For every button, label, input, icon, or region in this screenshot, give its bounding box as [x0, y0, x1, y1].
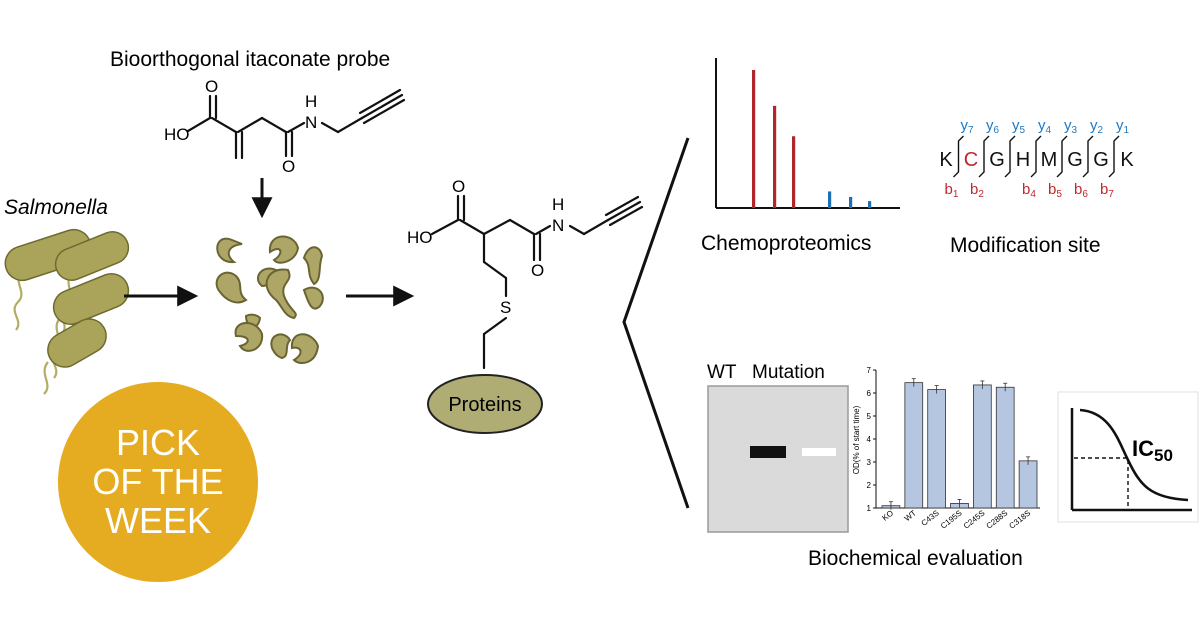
- biochem-y-tick-label: 2: [867, 481, 872, 490]
- fragment-cleavage-mark: [1108, 135, 1120, 178]
- biochem-bar: [904, 382, 924, 509]
- peptide-residue: H: [1016, 149, 1030, 171]
- adduct-ho: HO: [407, 228, 433, 247]
- b-ion-label: b6: [1074, 181, 1088, 200]
- biochem-category-label: KO: [881, 508, 896, 522]
- badge-line-3: WEEK: [105, 500, 211, 541]
- b-ion-label: b1: [945, 181, 959, 200]
- peptide-residue: M: [1041, 149, 1058, 171]
- spectrum-peak: [828, 191, 832, 208]
- peptide-residue: G: [989, 149, 1005, 171]
- y-ion-label: y4: [1038, 117, 1052, 136]
- probe-o-bottom: O: [282, 157, 295, 176]
- fragment-cleavage-mark: [1004, 135, 1016, 178]
- fragment-cleavage-mark: [1082, 135, 1094, 178]
- y-ion-label: y3: [1064, 117, 1078, 136]
- biochem-bar: [927, 389, 946, 509]
- adduct-o-bottom: O: [531, 261, 544, 280]
- biochem-bar: [995, 386, 1015, 509]
- pick-of-the-week-badge: [58, 382, 258, 582]
- biochem-ylabel: OD(% of start time): [852, 405, 861, 474]
- gel-wt-label: WT: [707, 362, 737, 383]
- adduct-n: N: [552, 216, 564, 235]
- y-ion-label: y6: [986, 117, 1000, 136]
- salmonella-bacteria: [4, 228, 130, 395]
- probe-title: Bioorthogonal itaconate probe: [110, 48, 390, 71]
- biochem-y-tick-label: 3: [867, 458, 872, 467]
- b-ion-label: b2: [970, 181, 984, 200]
- proteins-label: Proteins: [448, 394, 521, 416]
- spectrum-peak: [868, 201, 872, 208]
- modification-site-label: Modification site: [950, 234, 1101, 257]
- peptide-residue: G: [1067, 149, 1083, 171]
- peptide-residue: K: [939, 149, 953, 171]
- spectrum-peak: [849, 196, 853, 208]
- gel-band-mutation: [802, 448, 836, 456]
- y-ion-label: y5: [1012, 117, 1026, 136]
- biochem-category-label: WT: [903, 508, 918, 523]
- gel-band-wt: [750, 446, 786, 458]
- biochem-bar: [973, 384, 992, 509]
- fragment-cleavage-mark: [978, 135, 990, 178]
- probe-n: N: [305, 113, 317, 132]
- bacterial-fragments: [215, 235, 324, 364]
- gel-mutation-label: Mutation: [752, 362, 825, 383]
- biochem-bar: [1018, 460, 1038, 509]
- fragment-cleavage-mark: [1056, 135, 1068, 178]
- biochem-y-tick-label: 1: [867, 504, 872, 513]
- biochem-category-label: C245S: [962, 508, 987, 530]
- biochem-category-label: C195S: [939, 508, 964, 530]
- spectrum-peak: [773, 105, 777, 208]
- adduct-h: H: [552, 195, 564, 214]
- peptide-residue: C: [964, 149, 978, 171]
- badge-line-2: OF THE: [92, 461, 223, 502]
- fragment-cleavage-mark: [953, 135, 964, 178]
- ic50-curve-panel: IC50: [1057, 391, 1199, 523]
- proteins-ellipse: [427, 374, 543, 434]
- spectrum-peak: [792, 136, 796, 208]
- biochem-y-tick-label: 7: [867, 366, 872, 375]
- branch-bracket: [622, 137, 690, 509]
- probe-ho: HO: [164, 125, 190, 144]
- badge-line-1: PICK: [116, 422, 200, 463]
- biochem-category-label: C288S: [985, 508, 1010, 530]
- y-ion-label: y2: [1090, 117, 1104, 136]
- y-ion-label: y1: [1116, 117, 1130, 136]
- peptide-residue: G: [1093, 149, 1109, 171]
- peptide-residue: K: [1120, 149, 1134, 171]
- biochemical-evaluation-label: Biochemical evaluation: [808, 547, 1023, 570]
- fragment-cleavage-mark: [1030, 135, 1042, 178]
- protein-adduct-structure: [430, 194, 644, 370]
- itaconate-probe-structure: [186, 88, 406, 160]
- probe-h: H: [305, 92, 317, 111]
- biochem-y-tick-label: 6: [867, 389, 872, 398]
- biochem-y-tick-label: 4: [867, 435, 872, 444]
- ic50-label: IC50: [1132, 436, 1173, 465]
- b-ion-label: b4: [1022, 181, 1036, 200]
- biochem-y-tick-label: 5: [867, 412, 872, 421]
- chemoproteomics-label: Chemoproteomics: [701, 232, 871, 255]
- b-ion-label: b5: [1048, 181, 1062, 200]
- gel-panel: [707, 385, 849, 533]
- probe-o-top: O: [205, 77, 218, 96]
- salmonella-label: Salmonella: [4, 196, 108, 219]
- ic50-frame: [1057, 391, 1199, 523]
- biochem-category-label: C43S: [920, 508, 941, 527]
- chemoproteomics-spectrum: [715, 58, 900, 209]
- b-ion-label: b7: [1100, 181, 1114, 200]
- biochem-category-label: C318S: [1007, 508, 1032, 530]
- adduct-s: S: [500, 298, 511, 317]
- adduct-o-top: O: [452, 177, 465, 196]
- y-ion-label: y7: [961, 117, 975, 136]
- spectrum-peak: [752, 70, 756, 208]
